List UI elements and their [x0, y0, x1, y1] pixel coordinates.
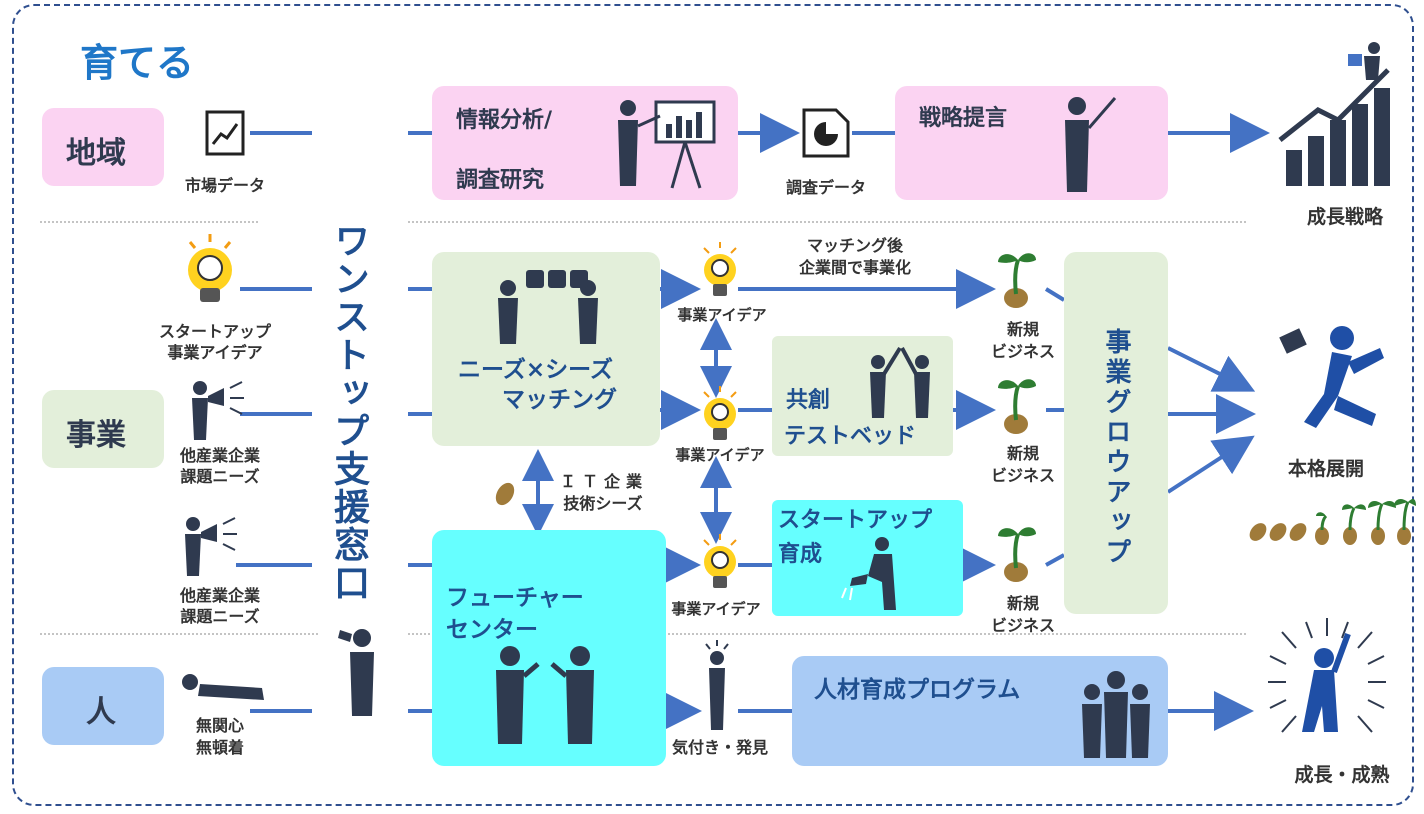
- startup-idea-label-2: 事業アイデア: [167, 343, 263, 362]
- lightbulb-icon: [703, 534, 737, 588]
- one-stop-window-label: ワンストップ支援窓口: [328, 222, 369, 602]
- row-label-business: 事業: [66, 418, 126, 453]
- after-matching-label-1: マッチング後: [806, 236, 903, 255]
- sprout-icon: [998, 527, 1036, 582]
- it-seeds-label-1: ＩＴ企業: [559, 472, 648, 491]
- row-label-people: 人: [86, 695, 116, 730]
- startup-incubation-label-1: スタートアップ: [778, 508, 933, 533]
- after-matching-label-2: 企業間で事業化: [798, 258, 911, 277]
- cocreation-box: 共創 テストベッド: [772, 336, 953, 456]
- group-people-icon: [1082, 671, 1150, 758]
- newbiz-a-label-2: ビジネス: [990, 342, 1055, 361]
- cocreation-label-2: テストベッド: [784, 424, 917, 449]
- high-five-icon: [870, 346, 930, 418]
- running-businessman-icon: [1279, 326, 1384, 428]
- hr-program-label: 人材育成プログラム: [814, 677, 1021, 703]
- matching-label-2: マッチング: [502, 387, 617, 413]
- row-label-region: 地域: [66, 136, 126, 171]
- puzzle-people-icon: [498, 270, 598, 344]
- analysis-box: 情報分析/ 調査研究: [432, 86, 738, 200]
- watering-person-icon: [841, 537, 896, 610]
- idea-label-c: 事業アイデア: [671, 600, 761, 618]
- needs-b-label-2: 課題ニーズ: [180, 607, 260, 626]
- lying-person-icon: [182, 674, 264, 700]
- growth-chart-runner-icon: [1278, 42, 1390, 186]
- matching-label-1: ニーズ×シーズ: [458, 357, 613, 383]
- it-seeds-label-2: 技術シーズ: [563, 494, 643, 513]
- needs-a-label-1: 他産業企業: [179, 446, 260, 465]
- newbiz-b-label-1: 新規: [1006, 444, 1039, 463]
- dashed-frame: [12, 4, 1414, 806]
- row-label-people-box: 人: [42, 667, 164, 745]
- thinking-person-icon: [705, 640, 729, 730]
- radiant-person-icon: [1268, 618, 1386, 733]
- idea-label-b: 事業アイデア: [675, 446, 765, 464]
- future-center-box: フューチャー センター: [432, 530, 666, 766]
- full-deploy-label: 本格展開: [1287, 458, 1364, 480]
- awareness-label: 気付き・発見: [671, 738, 768, 757]
- hr-program-box: 人材育成プログラム: [792, 656, 1168, 766]
- lightbulb-icon: [703, 242, 737, 296]
- startup-idea-label-1: スタートアップ: [158, 322, 271, 341]
- presenter-icon: [618, 100, 716, 189]
- row-label-business-box: 事業: [42, 390, 164, 468]
- market-data-label: 市場データ: [184, 176, 265, 195]
- lightbulb-icon: [188, 234, 232, 302]
- matching-box: ニーズ×シーズ マッチング: [432, 252, 660, 446]
- growth-strategy-label: 成長戦略: [1306, 206, 1383, 228]
- chart-document-icon: [205, 110, 245, 156]
- cocreation-label-1: 共創: [786, 388, 831, 413]
- newbiz-b-label-2: ビジネス: [990, 466, 1055, 485]
- idea-label-a: 事業アイデア: [677, 306, 767, 324]
- indifferent-label-1: 無関心: [195, 716, 244, 735]
- future-center-label-2: センター: [446, 617, 538, 643]
- newbiz-c-label-1: 新規: [1006, 594, 1039, 613]
- indifferent-label-2: 無頓着: [195, 738, 244, 757]
- startup-incubation-label-2: 育成: [778, 542, 823, 567]
- startup-incubation-box: スタートアップ 育成: [772, 500, 963, 616]
- seed-to-sprout-icon: [1249, 499, 1416, 545]
- needs-a-label-2: 課題ニーズ: [180, 467, 260, 486]
- row-label-region-box: 地域: [42, 108, 164, 186]
- sprout-icon: [998, 253, 1036, 308]
- megaphone-person-icon: [192, 381, 244, 440]
- analysis-label-1: 情報分析/: [456, 108, 553, 133]
- survey-data-label: 調査データ: [785, 178, 866, 197]
- megaphone-person-icon: [338, 629, 374, 716]
- newbiz-c-label-2: ビジネス: [990, 616, 1055, 635]
- strategy-label: 戦略提言: [919, 106, 1008, 131]
- pie-chart-document-icon: [802, 108, 850, 158]
- sprout-icon: [998, 379, 1036, 434]
- future-center-label-1: フューチャー: [446, 585, 584, 611]
- strategy-box: 戦略提言: [895, 86, 1168, 200]
- lightbulb-icon: [703, 386, 737, 440]
- analysis-label-2: 調査研究: [456, 168, 545, 193]
- two-people-icon: [496, 646, 594, 744]
- page-title: 育てる: [80, 41, 195, 85]
- growup-box: 事業グロウアップ: [1064, 252, 1168, 614]
- needs-b-label-1: 他産業企業: [179, 586, 260, 605]
- presenter-pointer-icon: [1065, 97, 1117, 192]
- growup-label: 事業グロウアップ: [1101, 328, 1131, 568]
- seed-icon: [495, 482, 515, 506]
- maturity-label: 成長・成熟: [1294, 764, 1390, 786]
- newbiz-a-label-1: 新規: [1006, 320, 1039, 339]
- megaphone-person-icon: [185, 517, 237, 576]
